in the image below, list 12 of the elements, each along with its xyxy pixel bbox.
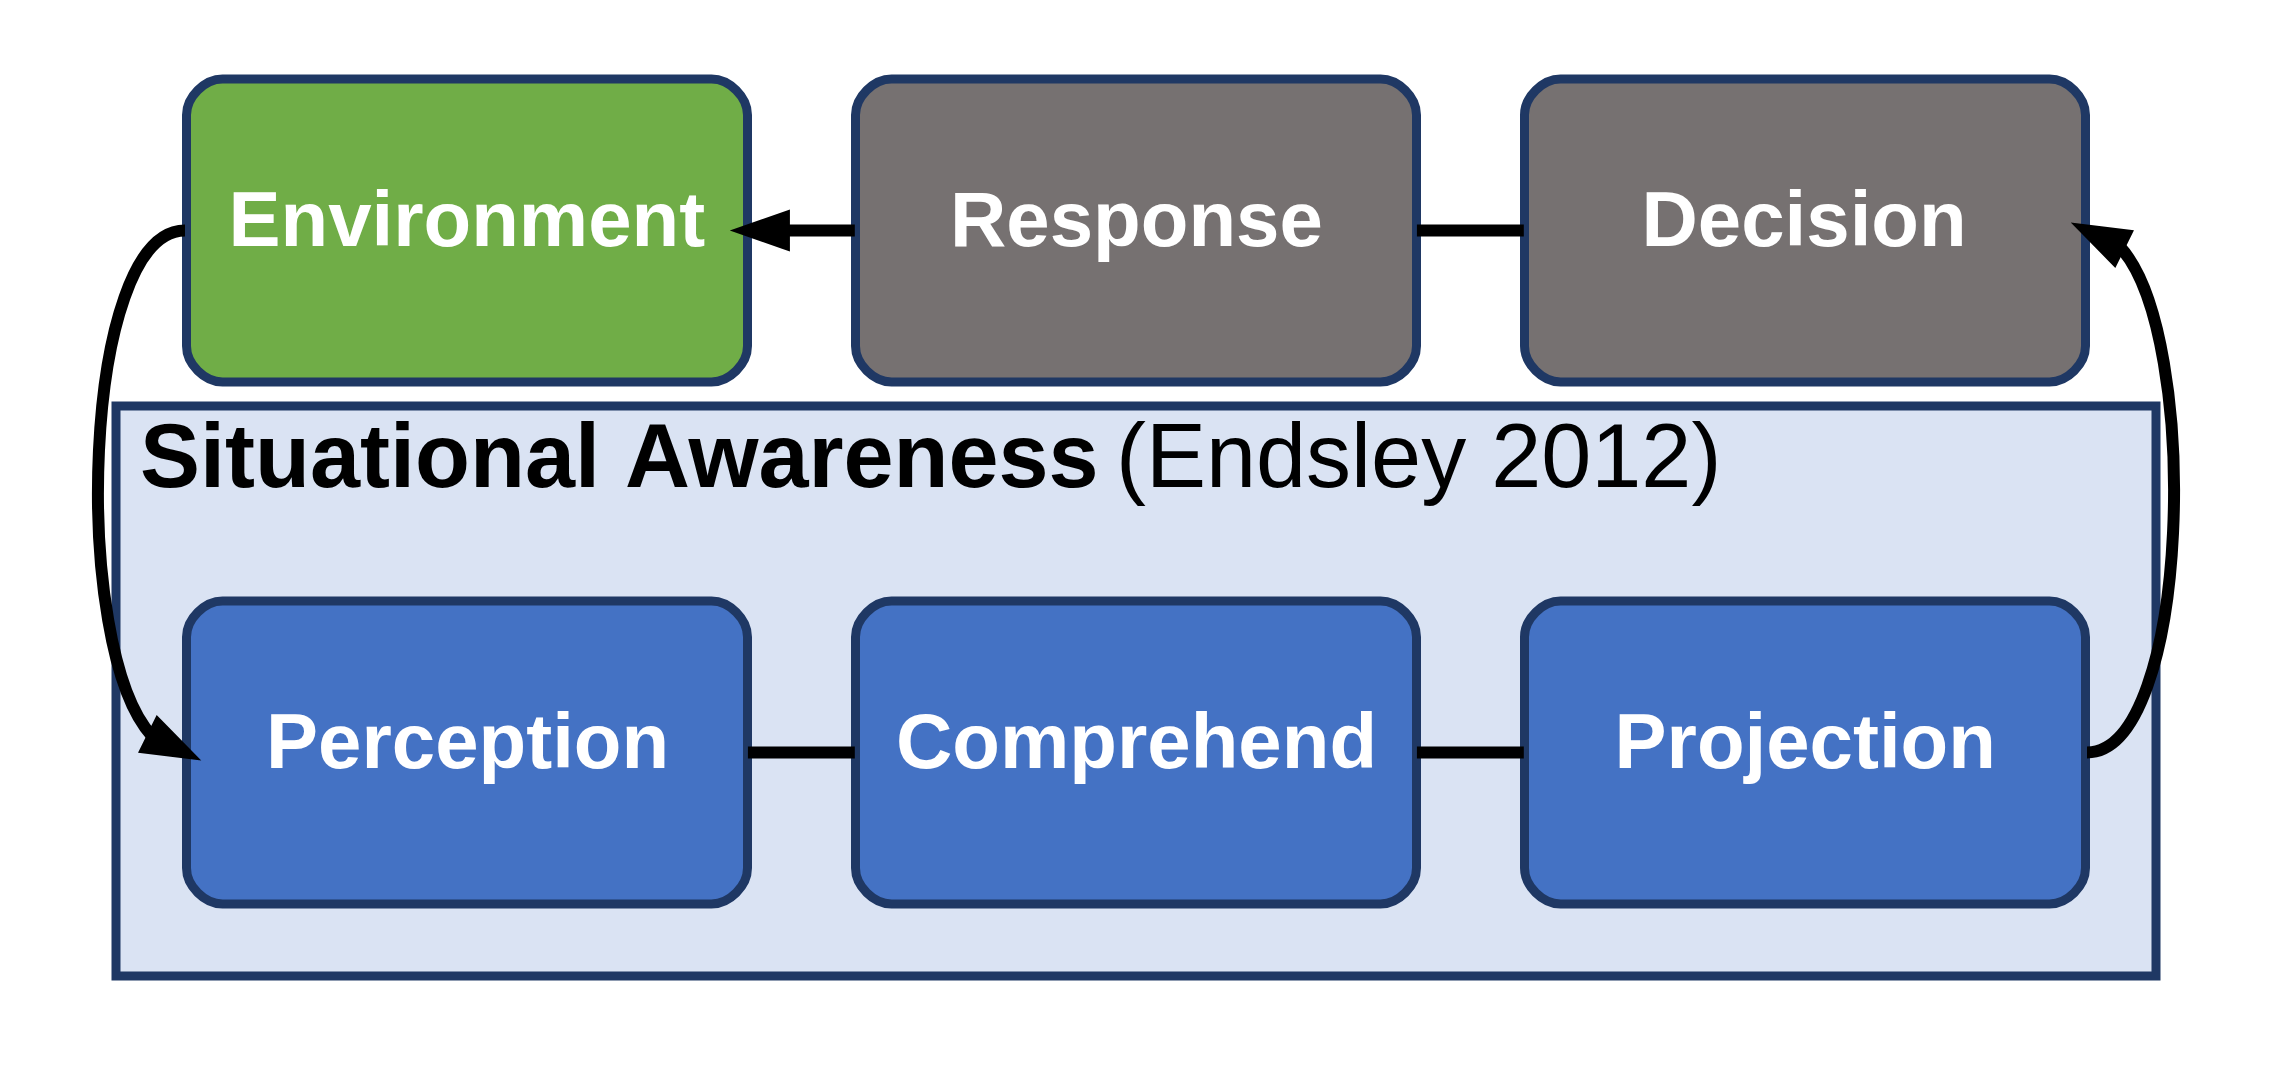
connector [1416, 224, 1524, 237]
arrow [2070, 222, 2180, 759]
node-box: Decision [1520, 74, 2090, 387]
connector [747, 746, 855, 759]
connector [1416, 746, 1524, 759]
node-box: Environment [182, 74, 752, 387]
node-box: Perception [182, 596, 752, 909]
node-box: Comprehend [851, 596, 1421, 909]
node-box: Projection [1520, 596, 2090, 909]
arrow [729, 209, 855, 252]
arrow [92, 224, 202, 761]
node-box: Response [851, 74, 1421, 387]
